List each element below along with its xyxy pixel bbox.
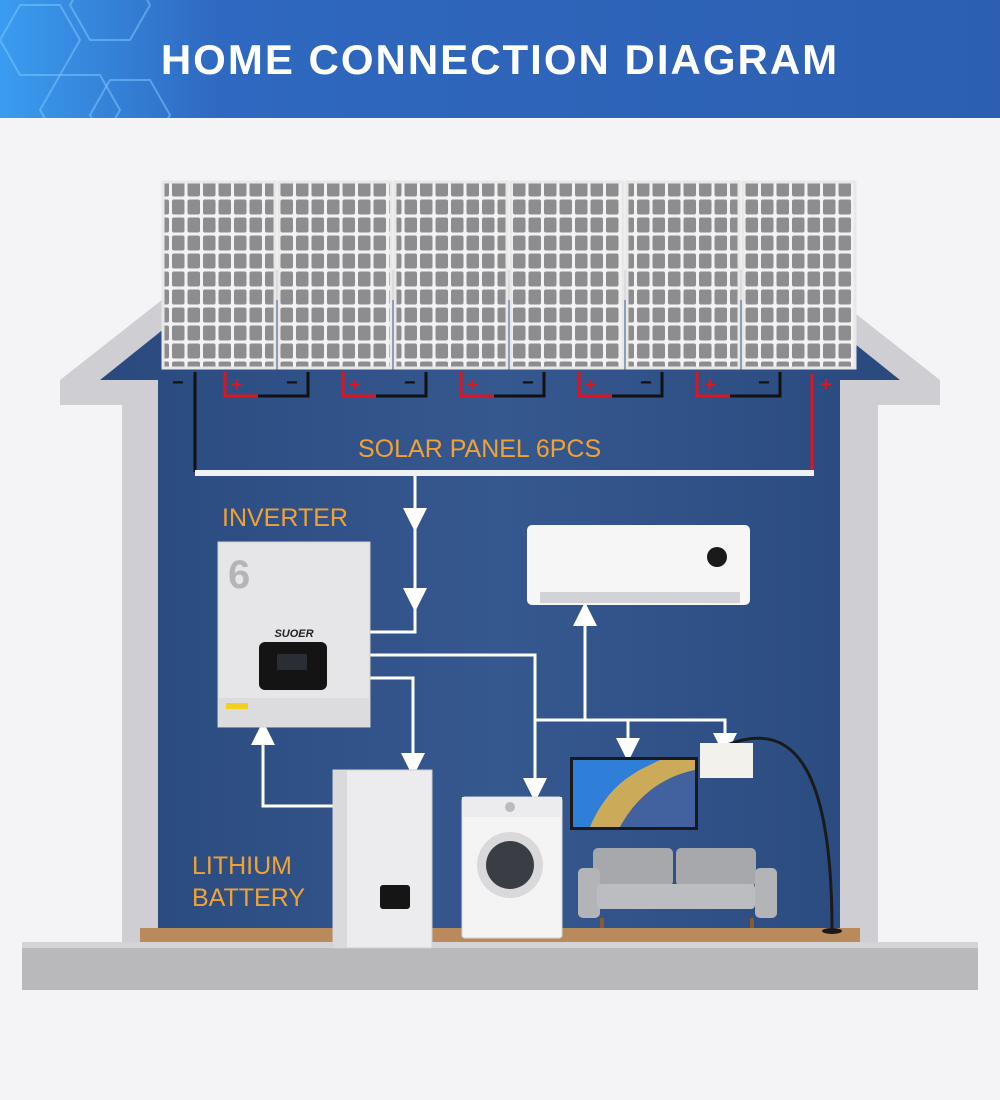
solar-panel [277, 180, 393, 370]
house [22, 270, 978, 990]
minus-terminal: − [172, 372, 184, 394]
series-wiring [193, 372, 814, 476]
battery-to-inverter-line [251, 721, 333, 808]
minus-terminal: − [640, 372, 652, 394]
solar-panel-label: SOLAR PANEL 6PCS [358, 435, 602, 463]
floor-lamp [700, 736, 842, 934]
dc-busbar [195, 470, 814, 476]
air-conditioner [527, 525, 750, 605]
to-lamp-line [535, 718, 737, 757]
television [570, 757, 698, 830]
inverter-unit: 6 SUOER [217, 541, 371, 728]
solar-panel [393, 180, 509, 370]
inverter-label: INVERTER [222, 504, 348, 532]
minus-terminal: − [286, 372, 298, 394]
caution-label [226, 703, 248, 709]
plus-terminal: + [820, 374, 832, 396]
washing-machine [461, 796, 563, 939]
ac-display [707, 547, 727, 567]
solar-panel [741, 180, 857, 370]
inverter-to-washer-line [370, 653, 547, 802]
minus-terminal: − [522, 372, 534, 394]
battery-display [380, 885, 410, 909]
header-banner: HOME CONNECTION DIAGRAM [0, 0, 1000, 118]
pv-to-inverter-line [370, 600, 417, 634]
inverter-model-number: 6 [228, 553, 250, 597]
power-flow-lines [251, 476, 737, 808]
plus-terminal: + [231, 374, 243, 396]
lithium-battery-unit [332, 769, 433, 949]
house-interior-wall [100, 300, 900, 945]
sofa [578, 848, 777, 928]
minus-terminal: − [404, 372, 416, 394]
plus-terminal: + [585, 374, 597, 396]
battery-label-line2: BATTERY [192, 884, 305, 912]
battery-label-line1: LITHIUM [192, 852, 292, 880]
page-title: HOME CONNECTION DIAGRAM [160, 36, 840, 83]
foundation-slab [22, 942, 978, 990]
minus-terminal: − [758, 372, 770, 394]
plus-terminal: + [349, 374, 361, 396]
inverter-brand: SUOER [274, 628, 313, 640]
hexagon-pattern-decoration [0, 0, 172, 118]
terminal-markers: − + − + − + − + − + − + [172, 372, 832, 396]
solar-panel [161, 180, 277, 370]
plus-terminal: + [704, 374, 716, 396]
solar-panel [625, 180, 741, 370]
solar-panel [509, 180, 625, 370]
inverter-to-battery-line [370, 676, 425, 777]
plus-terminal: + [467, 374, 479, 396]
solar-panel-array [161, 180, 857, 370]
